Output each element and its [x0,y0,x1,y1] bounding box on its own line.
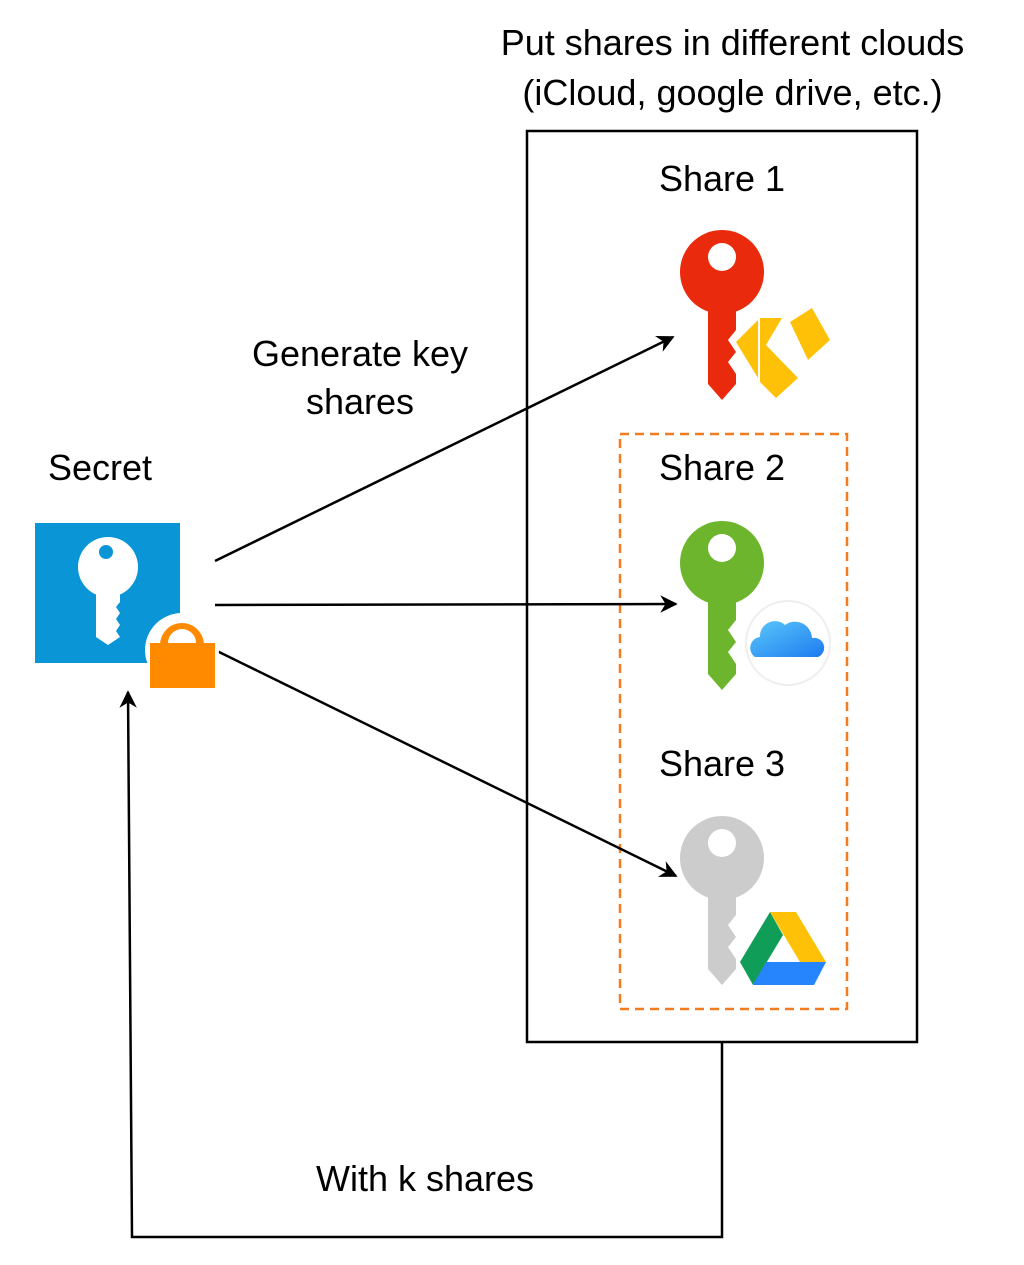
title-line-2: (iCloud, google drive, etc.) [522,72,943,113]
share-1-key-icon [680,230,764,400]
icloud-icon [745,600,831,686]
arrow-to-share-3 [214,648,678,878]
clouds-container [525,129,919,1044]
share-2-key-icon [680,521,764,690]
keychain-icon [736,308,830,398]
google-drive-icon [740,912,826,985]
secret-label: Secret [47,447,153,488]
threshold-group [618,432,849,1011]
share-1-label: Share 1 [658,158,786,199]
return-label: With k shares [315,1158,535,1199]
share-3-key-icon [680,816,764,985]
generate-label-line-2: shares [305,381,415,422]
arrow-to-share-1 [214,335,675,563]
title-line-1: Put shares in different clouds [500,22,965,63]
return-arrow [119,690,724,1239]
share-2-label: Share 2 [658,447,786,488]
generate-label-line-1: Generate key [251,333,469,374]
arrow-to-share-2 [214,595,678,613]
share-3-label: Share 3 [658,743,786,784]
lock-icon [145,613,219,688]
